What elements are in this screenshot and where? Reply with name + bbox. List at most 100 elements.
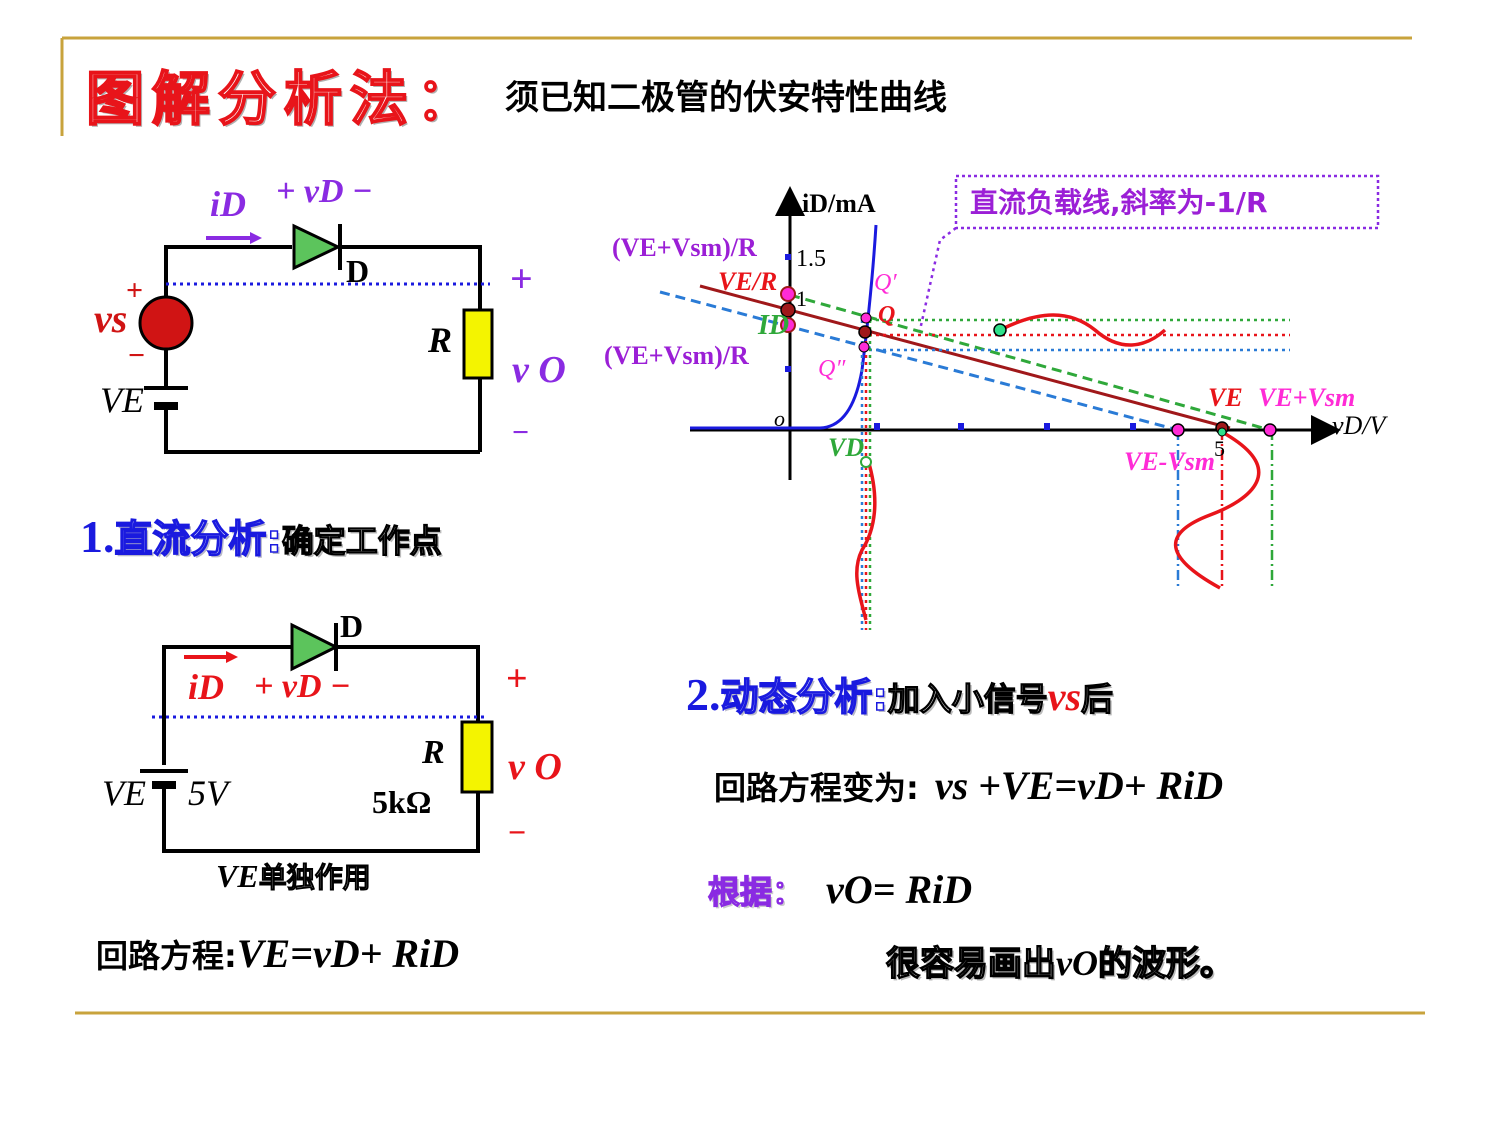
section2-after: 后 xyxy=(1080,679,1114,718)
section1-heading: 1.直流分析:确定工作点 xyxy=(80,508,442,563)
label-q-prime: Q′ xyxy=(874,270,897,296)
circuit-2: D iD + vD − VE 5V R 5kΩ + v O − xyxy=(102,608,562,853)
circuit2-current-label: iD xyxy=(188,667,224,707)
circuit2-current-arrowhead xyxy=(226,651,238,663)
circuit1-source-plus: + xyxy=(126,274,143,307)
note-leader xyxy=(918,227,957,331)
y-tick-label-1-5: 1.5 xyxy=(796,246,826,272)
loop2-label: 回路方程变为: xyxy=(714,769,919,807)
circuit2-out-plus: + xyxy=(506,658,528,700)
point-vd xyxy=(860,456,872,468)
y-tick-label-1: 1 xyxy=(796,286,807,311)
point-wave-start xyxy=(993,323,1007,337)
circuit1-diode-label: D xyxy=(346,253,369,289)
label-q: Q xyxy=(878,302,895,328)
circuit-1: iD + vD − D vs + − VE R + v O − xyxy=(94,173,566,454)
conclusion-post: 的波形。 xyxy=(1097,943,1234,984)
section1-subtitle: 确定工作点 xyxy=(281,521,442,560)
circuit1-source xyxy=(138,295,194,351)
label-ve-plus-vsm: VE+Vsm xyxy=(1258,383,1355,412)
label-id: ID xyxy=(757,310,789,341)
point-q xyxy=(858,325,872,339)
circuit2-resistor xyxy=(460,720,494,794)
loop1-label: 回路方程: xyxy=(96,937,237,975)
circuit1-out-minus: − xyxy=(512,416,529,449)
circuit1-resistor xyxy=(462,308,494,380)
circuit2-wire-top-right xyxy=(336,645,480,722)
circuit1-current-arrowhead xyxy=(250,232,262,244)
point-q-double-prime xyxy=(858,341,870,353)
circuit1-source-label: vs xyxy=(94,296,127,341)
section2-signal: vs xyxy=(1047,674,1082,719)
note-text: 直流负载线,斜率为-1/R xyxy=(970,186,1268,219)
circuit1-wire-top-right xyxy=(342,245,482,310)
circuit1-source-minus: − xyxy=(128,339,145,372)
y-tick xyxy=(785,366,791,372)
page-title: 图解分析法： xyxy=(85,64,483,134)
x-tick xyxy=(1044,423,1050,430)
label-ve-r: VE/R xyxy=(718,267,777,296)
x-axis-label: vD/V xyxy=(1332,411,1389,440)
note-box xyxy=(954,174,1380,230)
label-ve-vsm-r-top: (VE+Vsm)/R xyxy=(612,233,757,262)
circuit2-wire-top-left xyxy=(162,645,292,765)
conclusion: 很容易画出vO的波形。 xyxy=(885,936,1234,985)
label-ve: VE xyxy=(1208,383,1243,412)
circuit1-battery-label: VE xyxy=(100,380,144,420)
loop2-equation: vs +VE=vD+ RiD xyxy=(934,763,1224,808)
circuit2-out-label: v O xyxy=(508,746,562,788)
circuit2-battery-value: 5V xyxy=(188,773,232,813)
origin-label: o xyxy=(774,406,785,431)
page-subtitle: 须已知二极管的伏安特性曲线 xyxy=(505,78,947,118)
label-ve-minus-vsm: VE-Vsm xyxy=(1124,447,1215,476)
conclusion-pre: 很容易画出 xyxy=(885,943,1056,984)
loop1-equation: VE=vD+ RiD xyxy=(236,931,460,976)
circuit2-voltage-label: + vD − xyxy=(254,668,351,705)
y-tick xyxy=(785,254,791,260)
point-ve-wave xyxy=(1217,427,1227,437)
label-vd: VD xyxy=(828,433,864,462)
y-axis-label: iD/mA xyxy=(802,189,876,218)
circuit2-caption-text: 单独作用 xyxy=(258,861,371,895)
circuit2-resistor-label: R xyxy=(421,734,445,771)
section2-number: 2. xyxy=(686,669,721,720)
loop-equation-1: 回路方程:VE=vD+ RiD xyxy=(96,930,459,977)
output-current-wave xyxy=(999,313,1167,347)
x-tick xyxy=(1130,423,1136,430)
point-ve-vsm-r-bottom xyxy=(780,317,796,333)
vd-total-wave xyxy=(1173,430,1261,590)
basis-equation: 根据： vO= RiD xyxy=(707,866,973,913)
section2-heading: 2.动态分析:加入小信号vs后 xyxy=(686,666,1114,721)
circuit1-wire-bottom xyxy=(164,410,480,454)
section1-title: 直流分析: xyxy=(114,516,283,562)
label-ve-vsm-r-bottom: (VE+Vsm)/R xyxy=(604,341,749,370)
loop-equation-2: 回路方程变为: vs +VE=vD+ RiD xyxy=(714,762,1223,809)
circuit2-caption-prefix: VE xyxy=(216,858,259,894)
circuit1-current-label: iD xyxy=(210,184,246,224)
circuit1-out-label: v O xyxy=(512,349,566,391)
x-tick xyxy=(958,423,964,430)
section2-subtitle: 加入小信号 xyxy=(887,679,1048,718)
circuit2-battery-label: VE xyxy=(102,773,146,813)
basis-label: 根据： xyxy=(707,872,805,911)
x-tick xyxy=(874,423,880,430)
section2-title: 动态分析: xyxy=(720,674,889,720)
section1-number: 1. xyxy=(80,511,115,562)
circuit2-out-minus: − xyxy=(508,814,526,850)
circuit1-diode xyxy=(292,223,342,271)
diode-voltage-wave xyxy=(855,459,877,621)
circuit2-caption: VE单独作用 xyxy=(216,856,371,896)
circuit1-voltage-label: + vD − xyxy=(276,173,373,210)
point-q-prime xyxy=(860,312,872,324)
circuit2-diode-label: D xyxy=(340,608,363,644)
x-tick-label-5: 5 xyxy=(1214,436,1225,461)
circuit1-out-plus: + xyxy=(510,256,533,301)
load-line-minus xyxy=(659,290,1179,432)
basis-formula: vO= RiD xyxy=(826,867,973,912)
circuit2-resistor-value: 5kΩ xyxy=(372,784,431,820)
iv-graph: iD/mA vD/V o 1.5 1 5 直流负载线,斜率为-1/R (VE+V… xyxy=(604,174,1389,630)
point-ve-vsm-r-top xyxy=(780,286,796,302)
circuit2-wire-right-bottom xyxy=(162,785,480,853)
conclusion-signal: vO xyxy=(1056,943,1098,983)
